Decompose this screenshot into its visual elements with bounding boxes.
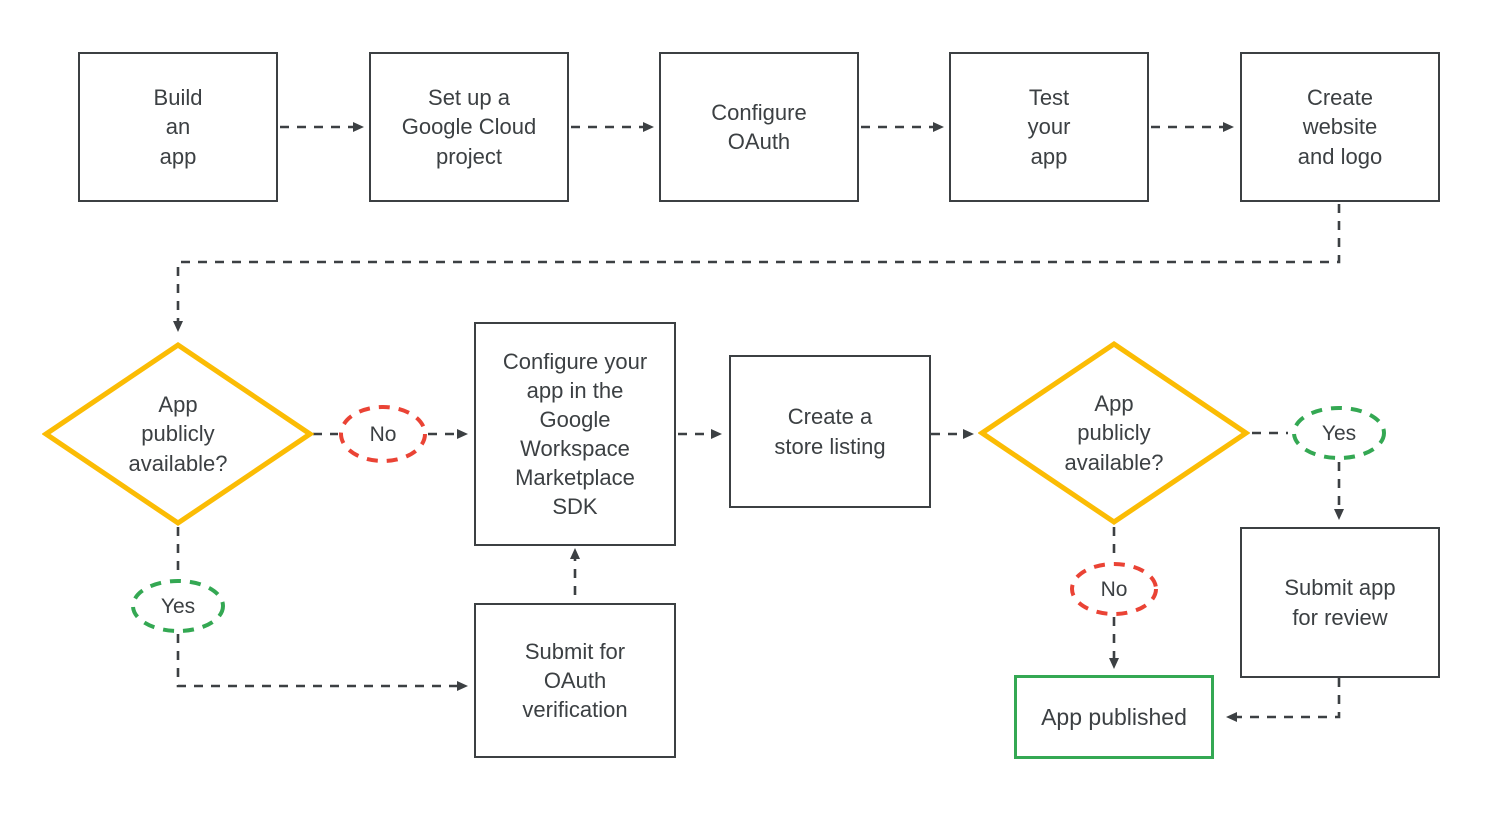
node-create-website-and-logo[interactable]: Create website and logo — [1240, 52, 1440, 202]
node-build-an-app[interactable]: Build an app — [78, 52, 278, 202]
ellipse-no-1 — [338, 404, 428, 464]
node-configure-oauth-label: Configure OAuth — [711, 99, 807, 154]
node-configure-app-sdk-label: Configure your app in the Google Workspa… — [502, 348, 648, 520]
node-create-website-and-logo-label: Create website and logo — [1297, 85, 1383, 169]
ellipse-no-2 — [1069, 561, 1159, 617]
node-set-up-project[interactable]: Set up a Google Cloud project — [369, 52, 569, 202]
node-configure-app-sdk[interactable]: Configure your app in the Google Workspa… — [474, 322, 676, 546]
edge-label-yes-1-text: Yes — [160, 594, 196, 618]
edge-label-no-1-text: No — [369, 422, 397, 446]
node-submit-oauth-verification[interactable]: Submit for OAuth verification — [474, 603, 676, 758]
node-decision-1-label: App publicly available? — [128, 391, 228, 476]
node-set-up-project-label: Set up a Google Cloud project — [401, 85, 537, 169]
node-create-store-listing-label: Create a store listing — [774, 404, 886, 459]
edge-label-yes-2-text: Yes — [1321, 422, 1357, 445]
edge-yes-label-to-oauth-verification — [176, 634, 468, 691]
node-build-an-app-label: Build an app — [153, 85, 203, 169]
diamond-shape-1 — [42, 341, 314, 527]
node-submit-oauth-verification-label: Submit for OAuth verification — [522, 638, 628, 723]
edge-label-yes-1: Yes — [130, 578, 226, 634]
diamond-shape-2 — [978, 340, 1250, 526]
node-app-published-label: App published — [1041, 703, 1187, 730]
edge-website-to-decision1 — [173, 204, 1341, 332]
ellipse-yes-1 — [130, 578, 226, 634]
node-app-published[interactable]: App published — [1014, 675, 1214, 759]
edge-label-no-2-text: No — [1100, 577, 1128, 601]
edge-submit-review-to-app-published — [1226, 678, 1341, 722]
node-decision-app-publicly-available-2[interactable]: App publicly available? — [978, 340, 1250, 526]
edge-label-yes-2: Yes — [1291, 405, 1387, 462]
node-submit-app-for-review-label: Submit app for review — [1284, 575, 1396, 630]
edge-label-no-1: No — [338, 404, 428, 464]
edge-label-no-2: No — [1069, 561, 1159, 617]
node-decision-app-publicly-available-1[interactable]: App publicly available? — [42, 341, 314, 527]
node-test-your-app-label: Test your app — [1027, 85, 1071, 169]
node-configure-oauth[interactable]: Configure OAuth — [659, 52, 859, 202]
node-decision-2-label: App publicly available? — [1064, 390, 1164, 475]
node-submit-app-for-review[interactable]: Submit app for review — [1240, 527, 1440, 678]
ellipse-yes-2 — [1291, 405, 1387, 462]
node-test-your-app[interactable]: Test your app — [949, 52, 1149, 202]
node-create-store-listing[interactable]: Create a store listing — [729, 355, 931, 508]
